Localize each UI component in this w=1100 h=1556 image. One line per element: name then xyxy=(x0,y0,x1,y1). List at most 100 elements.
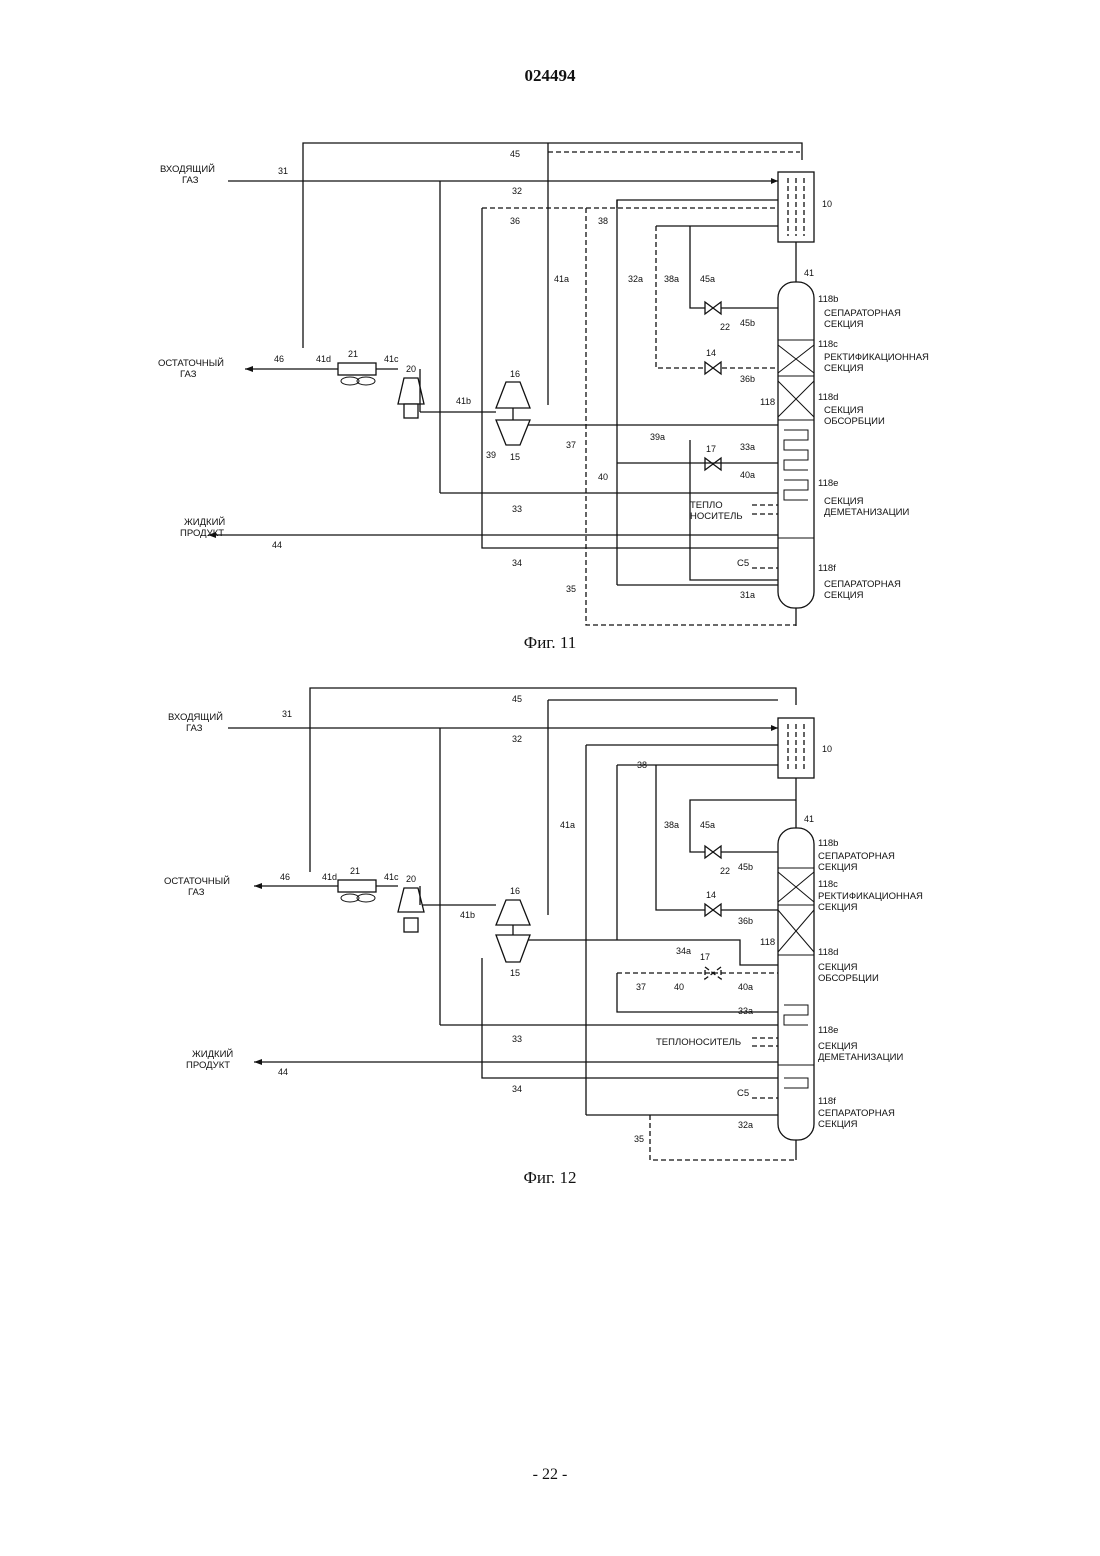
ref-14: 14 xyxy=(706,890,716,900)
ref-34: 34 xyxy=(512,1084,522,1094)
section-ref-118e: 118e xyxy=(818,478,838,489)
ref-41a: 41a xyxy=(560,820,575,830)
section-e-line2: ДЕМЕТАНИЗАЦИИ xyxy=(824,507,909,518)
ref-34a: 34a xyxy=(676,946,691,956)
ref-34: 34 xyxy=(512,558,522,568)
ref-33: 33 xyxy=(512,1034,522,1044)
section-b-line2: СЕКЦИЯ xyxy=(824,319,864,330)
valve-14 xyxy=(705,362,721,374)
ref-40a: 40a xyxy=(738,982,753,992)
inlet-label-2: ГАЗ xyxy=(186,723,203,734)
section-ref-118d: 118d xyxy=(818,392,838,403)
ref-41a: 41a xyxy=(554,274,569,284)
ref-32: 32 xyxy=(512,186,522,196)
ref-39a: 39a xyxy=(650,432,665,442)
compressor-16 xyxy=(496,382,530,408)
inlet-label-2: ГАЗ xyxy=(182,175,199,186)
section-b-line1: СЕПАРАТОРНАЯ xyxy=(818,851,895,862)
ref-44: 44 xyxy=(278,1067,288,1077)
ref-41b: 41b xyxy=(456,396,471,406)
ref-44: 44 xyxy=(272,540,282,550)
ref-38a: 38a xyxy=(664,820,679,830)
liquid-label-2: ПРОДУКТ xyxy=(180,528,224,539)
tower-ref: 118 xyxy=(760,397,775,408)
ref-45b: 45b xyxy=(740,318,755,328)
liquid-label-2: ПРОДУКТ xyxy=(186,1060,230,1071)
ref-22: 22 xyxy=(720,322,730,332)
ref-33a: 33a xyxy=(738,1006,753,1016)
residue-label-2: ГАЗ xyxy=(180,369,197,380)
section-e-line2: ДЕМЕТАНИЗАЦИИ xyxy=(818,1052,903,1063)
ref-20: 20 xyxy=(406,874,416,884)
ref-45a: 45a xyxy=(700,820,715,830)
section-c-line2: СЕКЦИЯ xyxy=(818,902,858,913)
c5-label: C5 xyxy=(737,1088,749,1099)
section-d-line1: СЕКЦИЯ xyxy=(818,962,858,973)
ref-41c: 41c xyxy=(384,872,399,882)
section-e-line1: СЕКЦИЯ xyxy=(818,1041,858,1052)
ref-40a: 40a xyxy=(740,470,755,480)
ref-41: 41 xyxy=(804,268,814,278)
liquid-label-1: ЖИДКИЙ xyxy=(184,516,225,528)
heat-medium-label: ТЕПЛОНОСИТЕЛЬ xyxy=(656,1037,741,1048)
section-c-line1: РЕКТИФИКАЦИОННАЯ xyxy=(824,352,929,363)
section-ref-118e: 118e xyxy=(818,1025,838,1036)
ref-39: 39 xyxy=(486,450,496,460)
section-d-line1: СЕКЦИЯ xyxy=(824,405,864,416)
ref-46: 46 xyxy=(274,354,284,364)
ref-21: 21 xyxy=(350,866,360,876)
section-c-line1: РЕКТИФИКАЦИОННАЯ xyxy=(818,891,923,902)
section-ref-118b: 118b xyxy=(818,838,838,849)
ref-14: 14 xyxy=(706,348,716,358)
valve-22 xyxy=(705,846,721,858)
expander-15 xyxy=(496,935,530,962)
ref-31: 31 xyxy=(278,166,288,176)
heat-medium-label-1: ТЕПЛО xyxy=(690,500,723,511)
valve-14 xyxy=(705,904,721,916)
ref-32a: 32a xyxy=(738,1120,753,1130)
ref-35: 35 xyxy=(566,584,576,594)
ref-36b: 36b xyxy=(740,374,755,384)
air-cooler-21 xyxy=(338,363,376,375)
tower-ref: 118 xyxy=(760,937,775,948)
ref-40: 40 xyxy=(598,472,608,482)
expander-15 xyxy=(496,420,530,445)
section-f-line2: СЕКЦИЯ xyxy=(824,590,864,601)
ref-45: 45 xyxy=(510,149,520,159)
section-c-line2: СЕКЦИЯ xyxy=(824,363,864,374)
ref-40: 40 xyxy=(674,982,684,992)
section-ref-118f: 118f xyxy=(818,1096,836,1107)
section-d-line2: ОБСОРБЦИИ xyxy=(818,973,879,984)
ref-36: 36 xyxy=(510,216,520,226)
section-ref-118c: 118c xyxy=(818,879,838,890)
ref-15: 15 xyxy=(510,452,520,462)
ref-37: 37 xyxy=(636,982,646,992)
ref-31: 31 xyxy=(282,709,292,719)
ref-38: 38 xyxy=(598,216,608,226)
ref-10: 10 xyxy=(822,199,832,209)
section-b-line1: СЕПАРАТОРНАЯ xyxy=(824,308,901,319)
figure-12-caption: Фиг. 12 xyxy=(0,1168,1100,1188)
ref-41b: 41b xyxy=(460,910,475,920)
figure-11-caption: Фиг. 11 xyxy=(0,633,1100,653)
ref-38: 38 xyxy=(637,760,647,770)
tower-118 xyxy=(778,828,814,1140)
valve-22 xyxy=(705,302,721,314)
section-ref-118b: 118b xyxy=(818,294,838,305)
ref-37: 37 xyxy=(566,440,576,450)
document-number: 024494 xyxy=(0,66,1100,86)
inlet-label-1: ВХОДЯЩИЙ xyxy=(160,163,215,175)
ref-15: 15 xyxy=(510,968,520,978)
ref-46: 46 xyxy=(280,872,290,882)
ref-17: 17 xyxy=(700,952,710,962)
ref-35: 35 xyxy=(634,1134,644,1144)
ref-17: 17 xyxy=(706,444,716,454)
ref-22: 22 xyxy=(720,866,730,876)
section-ref-118f: 118f xyxy=(818,563,836,574)
ref-21: 21 xyxy=(348,349,358,359)
residue-label-1: ОСТАТОЧНЫЙ xyxy=(164,875,230,887)
ref-16: 16 xyxy=(510,886,520,896)
ref-32: 32 xyxy=(512,734,522,744)
ref-38a: 38a xyxy=(664,274,679,284)
ref-41d: 41d xyxy=(322,872,337,882)
